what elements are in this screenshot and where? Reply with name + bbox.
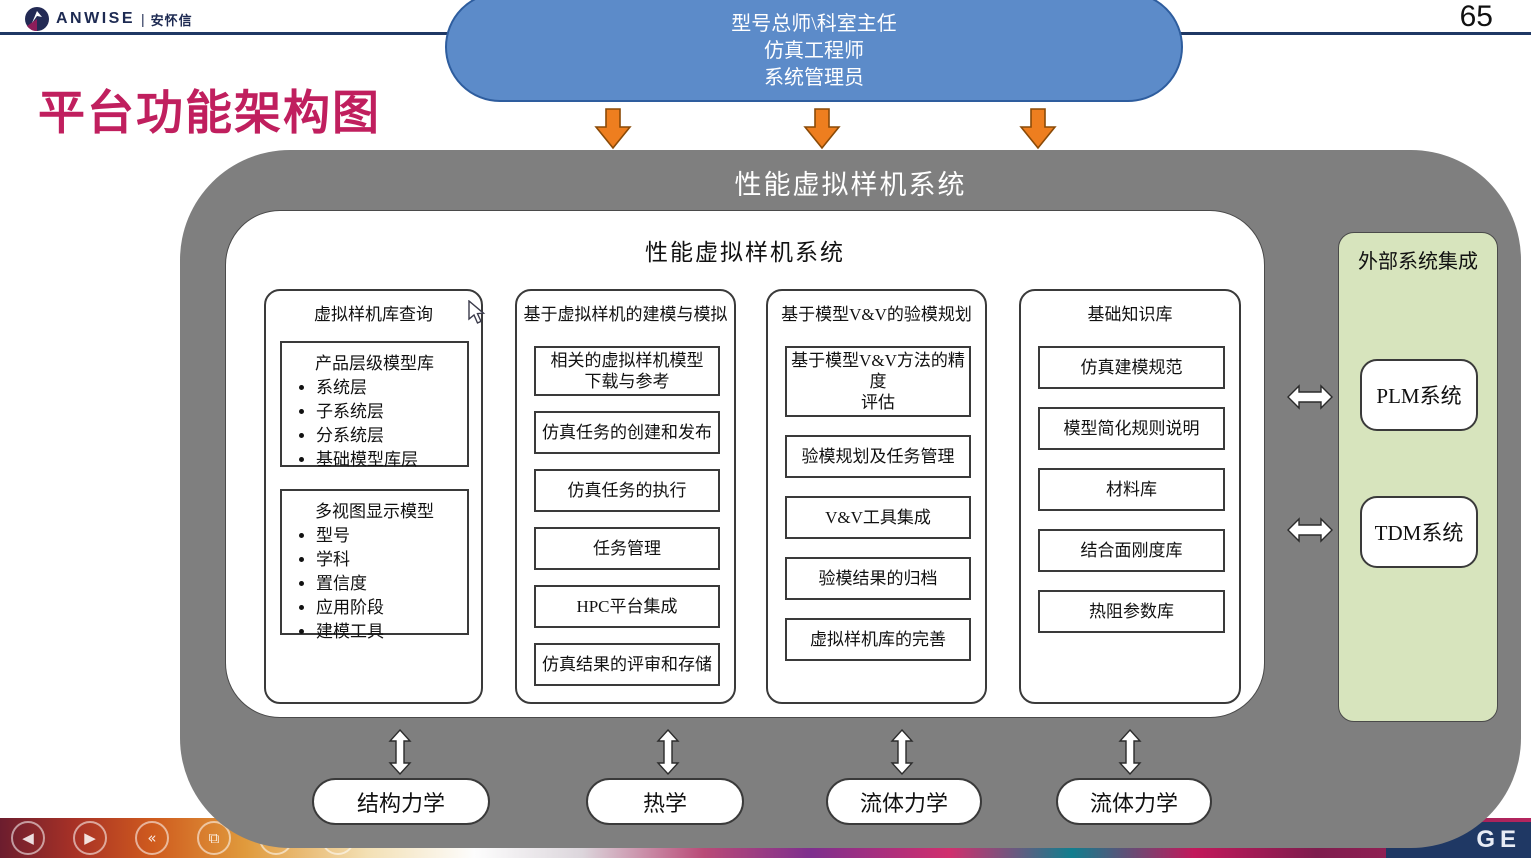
function-box: 任务管理 [534, 527, 720, 570]
rewind-icon[interactable]: « [135, 821, 169, 855]
logo-cn-text: 安怀信 [150, 12, 193, 28]
logo-brand-text: ANWISE [56, 10, 135, 27]
column-title: 基于虚拟样机的建模与模拟 [523, 305, 728, 324]
footer-partial-text: GE [1476, 826, 1521, 853]
page-number: 65 [1459, 0, 1493, 33]
bullet-item: 基础模型库层 [316, 448, 467, 472]
role-line: 型号总师\科室主任 [731, 12, 897, 35]
function-box: 结合面刚度库 [1038, 529, 1225, 572]
bullet-item: 型号 [316, 524, 467, 548]
function-box: HPC平台集成 [534, 585, 720, 628]
column-title: 基础知识库 [1087, 305, 1173, 324]
bullet-item: 建模工具 [316, 620, 467, 644]
external-panel-title: 外部系统集成 [1358, 251, 1478, 273]
function-box: 模型简化规则说明 [1038, 407, 1225, 450]
role-line: 仿真工程师 [764, 39, 864, 62]
function-box: 相关的虚拟样机模型 下载与参考 [534, 346, 720, 396]
bullet-item: 学科 [316, 548, 467, 572]
bullet-item: 子系统层 [316, 400, 467, 424]
function-box: 仿真结果的评审和存储 [534, 643, 720, 686]
function-box: V&V工具集成 [785, 496, 971, 539]
function-box: 仿真建模规范 [1038, 346, 1225, 389]
bullet-item: 分系统层 [316, 424, 467, 448]
down-arrow-icon [1019, 108, 1057, 150]
role-line: 系统管理员 [764, 66, 864, 89]
group-heading: 产品层级模型库 [315, 354, 434, 373]
function-box: 基于模型V&V方法的精度 评估 [785, 346, 971, 417]
double-arrow-vertical-icon [1118, 728, 1142, 776]
down-arrow-icon [803, 108, 841, 150]
down-arrow-icon [594, 108, 632, 150]
anwise-logo: ANWISE | 安怀信 [24, 5, 193, 33]
logo-separator: | [141, 11, 145, 27]
function-box: 热阻参数库 [1038, 590, 1225, 633]
slide-title: 平台功能架构图 [38, 86, 381, 139]
column-basic-knowledge-base: 基础知识库 仿真建模规范 模型简化规则说明 材料库 结合面刚度库 [1019, 289, 1241, 704]
discipline-fluid-mechanics: 流体力学 [826, 778, 982, 825]
double-arrow-horizontal-icon [1287, 517, 1333, 543]
column-title: 基于模型V&V的验模规划 [781, 305, 972, 324]
column-virtual-prototype-library-query: 虚拟样机库查询 产品层级模型库 系统层 子系统层 分系统层 基础模型库层 多视图… [264, 289, 483, 704]
system-container-title: 性能虚拟样机系统 [734, 170, 967, 200]
inner-system-panel: 性能虚拟样机系统 虚拟样机库查询 产品层级模型库 系统层 子系统层 分系统层 基… [225, 210, 1265, 718]
double-arrow-vertical-icon [388, 728, 412, 776]
copy-icon[interactable]: ⧉ [197, 821, 231, 855]
external-system-integration-panel: 外部系统集成 PLM系统 TDM系统 [1338, 232, 1498, 722]
column-modeling-and-simulation: 基于虚拟样机的建模与模拟 相关的虚拟样机模型 下载与参考 仿真任务的创建和发布 … [515, 289, 736, 704]
function-box: 仿真任务的创建和发布 [534, 411, 720, 454]
prev-icon[interactable]: ◀ [11, 821, 45, 855]
group-product-level-model-library: 产品层级模型库 系统层 子系统层 分系统层 基础模型库层 [280, 341, 469, 469]
function-box: 验模规划及任务管理 [785, 435, 971, 478]
mouse-cursor [468, 300, 486, 324]
double-arrow-vertical-icon [656, 728, 680, 776]
group-heading: 多视图显示模型 [315, 502, 434, 521]
function-box: 仿真任务的执行 [534, 469, 720, 512]
bullet-item: 系统层 [316, 376, 467, 400]
anwise-logo-icon [25, 7, 49, 32]
function-box: 材料库 [1038, 468, 1225, 511]
double-arrow-horizontal-icon [1287, 384, 1333, 410]
tdm-system-box: TDM系统 [1360, 496, 1478, 568]
system-container: 性能虚拟样机系统 性能虚拟样机系统 虚拟样机库查询 产品层级模型库 系统层 子系… [180, 150, 1521, 848]
bullet-item: 应用阶段 [316, 596, 467, 620]
discipline-fluid-mechanics: 流体力学 [1056, 778, 1212, 825]
bullet-item: 置信度 [316, 572, 467, 596]
inner-system-title: 性能虚拟样机系统 [645, 240, 845, 265]
function-box: 虚拟样机库的完善 [785, 618, 971, 661]
discipline-thermal: 热学 [586, 778, 744, 825]
function-box: 验模结果的归档 [785, 557, 971, 600]
next-icon[interactable]: ▶ [73, 821, 107, 855]
group-multiview-display-model: 多视图显示模型 型号 学科 置信度 应用阶段 建模工具 [280, 489, 469, 641]
discipline-structural-mechanics: 结构力学 [312, 778, 490, 825]
double-arrow-vertical-icon [890, 728, 914, 776]
column-title: 虚拟样机库查询 [314, 305, 433, 324]
plm-system-box: PLM系统 [1360, 359, 1478, 431]
user-roles-pill: 型号总师\科室主任 仿真工程师 系统管理员 [445, 0, 1183, 102]
column-vv-validation-planning: 基于模型V&V的验模规划 基于模型V&V方法的精度 评估 验模规划及任务管理 V… [766, 289, 987, 704]
